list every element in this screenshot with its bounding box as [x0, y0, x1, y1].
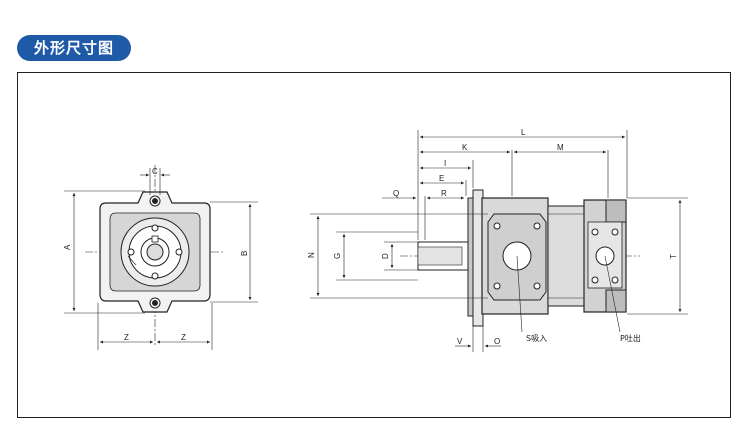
- dim-label-g: G: [333, 253, 342, 259]
- front-view: [85, 165, 225, 345]
- dim-label-n: N: [307, 252, 316, 258]
- dim-label-d: D: [381, 253, 390, 259]
- dim-label-l: L: [521, 128, 526, 137]
- dim-label-o: O: [494, 337, 500, 346]
- dim-label-r: R: [441, 189, 447, 198]
- dim-label-m: M: [557, 143, 564, 152]
- front-view-dimensions: [64, 168, 258, 350]
- dim-label-c: C: [152, 167, 158, 176]
- dim-label-e: E: [439, 174, 444, 183]
- section-title: 外形尺寸图: [17, 35, 131, 61]
- dim-label-k: K: [462, 143, 468, 152]
- dim-label-a: A: [63, 244, 72, 250]
- dim-label-b: B: [240, 251, 249, 256]
- side-view: [400, 189, 640, 327]
- dim-label-i: I: [444, 159, 446, 168]
- side-view-dimensions: [310, 130, 688, 352]
- dim-label-z-left: Z: [124, 333, 129, 342]
- suction-port-label: S吸入: [526, 334, 547, 343]
- dim-label-t: T: [669, 254, 678, 259]
- dim-label-v: V: [457, 337, 463, 346]
- dim-label-q: Q: [393, 189, 399, 198]
- dim-label-z-right: Z: [181, 333, 186, 342]
- pressure-port-label: P吐出: [620, 333, 641, 343]
